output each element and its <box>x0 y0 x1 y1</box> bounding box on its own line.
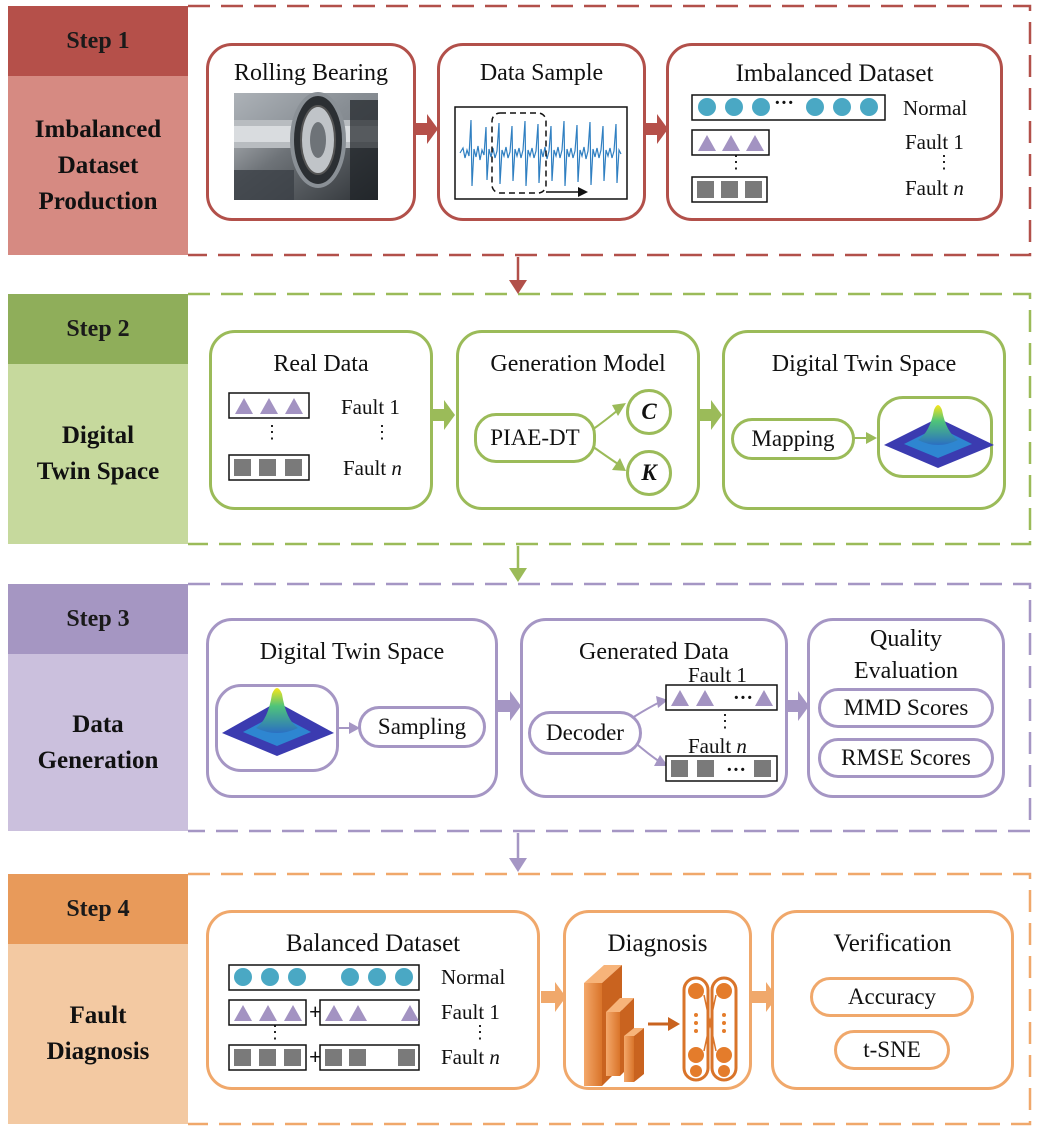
quality-title: Quality Evaluation <box>854 626 958 684</box>
step4-normal-row <box>228 964 420 991</box>
step1-name: Imbalanced Dataset Production <box>8 76 188 255</box>
step3-faultn-dots: ··· <box>726 759 747 781</box>
tsne-node: t-SNE <box>834 1030 950 1070</box>
step3-name-line1: Data <box>72 710 124 738</box>
real-data-title: Real Data <box>273 351 369 377</box>
step3-gen-fault1-row <box>665 684 778 711</box>
sampling-node: Sampling <box>358 706 486 748</box>
step-connector-arrows <box>509 257 527 872</box>
step2-real-fault1-row <box>228 392 310 419</box>
step1-normal-dots: ··· <box>774 92 795 114</box>
step2-vdots-right: ⋮ <box>373 422 391 442</box>
step3-gen-faultn-row <box>665 755 778 782</box>
step3-distribution-plot <box>222 688 334 756</box>
step3-header: Step 3 <box>8 584 188 654</box>
step3-name-line2: Generation <box>37 746 159 774</box>
step2-faultn-label: Fault n <box>343 456 402 480</box>
step2-header: Step 2 <box>8 294 188 364</box>
piae-dt-node: PIAE-DT <box>474 413 596 463</box>
step4-normal-label: Normal <box>441 965 506 989</box>
step3-frame <box>188 582 1032 833</box>
dts-title-step2: Digital Twin Space <box>771 351 957 377</box>
step4-faultn-row <box>228 1044 420 1071</box>
step2-name-line2: Twin Space <box>36 458 160 485</box>
step4-vdots-left: ⋮ <box>266 1022 284 1042</box>
step1-faultn-row <box>691 176 768 203</box>
step1-fault1-label: Fault 1 <box>905 130 964 154</box>
step3-fault1-label: Fault 1 <box>688 663 747 687</box>
step2-name: Digital Twin Space <box>8 364 188 544</box>
step2-vdots-left: ⋮ <box>263 422 281 442</box>
step4-frame <box>188 872 1032 1126</box>
plus-sign-faultn: + <box>309 1044 322 1069</box>
mmd-scores-node: MMD Scores <box>818 688 994 728</box>
step4-name-line1: Fault <box>69 1002 127 1029</box>
step2-fault1-label: Fault 1 <box>341 395 400 419</box>
imbalanced-title: Imbalanced Dataset <box>735 60 934 87</box>
step1-name-line2: Dataset <box>57 151 139 179</box>
step1-vdots-right: ⋮ <box>935 152 953 172</box>
step2-real-faultn-row <box>228 454 310 481</box>
step3-fault1-dots: ··· <box>733 687 754 709</box>
step1-header: Step 1 <box>8 6 188 76</box>
decoder-node: Decoder <box>528 711 642 755</box>
bearing-photo <box>234 92 378 200</box>
mapping-node: Mapping <box>731 418 855 460</box>
step1-frame <box>188 4 1032 257</box>
step1-fault1-row <box>691 129 770 156</box>
rmse-scores-node: RMSE Scores <box>818 738 994 778</box>
generation-model-title: Generation Model <box>490 351 666 377</box>
step1-flow-arrows <box>413 114 668 144</box>
vibration-signal <box>454 106 628 200</box>
dts-title-step3: Digital Twin Space <box>259 639 445 665</box>
sample-title: Data Sample <box>479 60 604 86</box>
step1-normal-label: Normal <box>903 96 968 120</box>
verification-title: Verification <box>833 930 952 957</box>
plus-sign-fault1: + <box>309 999 322 1024</box>
step2-space-frame <box>877 396 993 478</box>
step2-flow-arrows <box>430 400 722 430</box>
step3-faultn-label: Fault n <box>688 734 747 758</box>
balanced-title: Balanced Dataset <box>285 930 461 957</box>
step1-name-line3: Production <box>38 187 158 215</box>
cnn-diagram <box>584 965 738 1086</box>
step1-normal-row <box>691 94 886 121</box>
step2-distribution-plot <box>884 405 994 468</box>
step4-flow-arrows <box>541 982 777 1012</box>
k-node: K <box>626 450 672 496</box>
step4-fault1-label: Fault 1 <box>441 1000 500 1024</box>
step4-name-line2: Diagnosis <box>46 1038 150 1065</box>
step3-name: Data Generation <box>8 654 188 831</box>
step4-header: Step 4 <box>8 874 188 944</box>
step1-vdots-left: ⋮ <box>727 152 745 172</box>
step4-name: Fault Diagnosis <box>8 944 188 1124</box>
step4-faultn-label: Fault n <box>441 1045 500 1069</box>
step3-space-frame <box>215 684 339 772</box>
step1-faultn-label: Fault n <box>905 176 964 200</box>
step2-frame <box>188 292 1032 546</box>
generated-data-title: Generated Data <box>579 639 729 665</box>
step1-name-line1: Imbalanced <box>34 115 162 143</box>
step4-vdots-right: ⋮ <box>471 1022 489 1042</box>
step2-name-line1: Digital <box>61 422 135 449</box>
accuracy-node: Accuracy <box>810 977 974 1017</box>
step4-fault1-row <box>228 999 420 1026</box>
bearing-title: Rolling Bearing <box>234 60 388 86</box>
diagnosis-title: Diagnosis <box>607 930 708 957</box>
c-node: C <box>626 389 672 435</box>
step3-vdots: ⋮ <box>716 711 734 731</box>
